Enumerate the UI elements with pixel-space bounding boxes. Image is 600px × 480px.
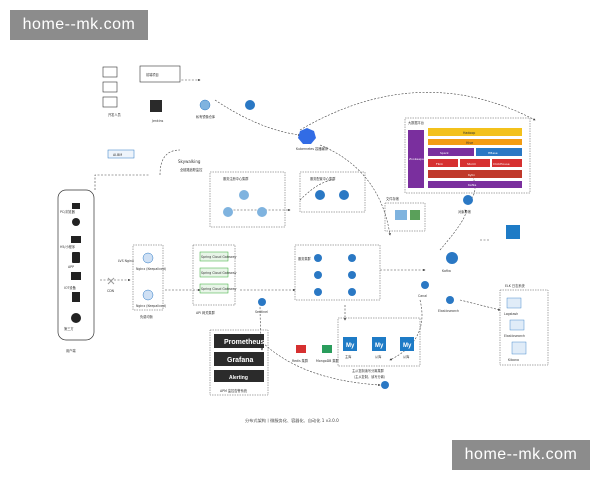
svg-text:CDN: CDN [107,289,115,293]
svg-text:Kylin: Kylin [468,173,475,177]
svg-text:Kibana: Kibana [508,358,519,362]
svg-text:Storm: Storm [467,162,476,166]
nacos-cluster: 服务注册中心集群 [209,171,286,228]
svg-text:Prometheus: Prometheus [224,339,265,346]
svg-text:APP: APP [68,265,74,269]
redis-node: Redis 集群 [292,345,309,363]
svg-text:Zookeeper: Zookeeper [409,157,426,161]
svg-text:API 网关集群: API 网关集群 [196,310,216,315]
cdn-node: CDN [107,277,115,293]
svg-text:My: My [346,343,355,349]
svg-text:服务注册中心集群: 服务注册中心集群 [223,176,249,181]
jenkins-node: Jenkins [150,100,164,123]
harbor-node: 私有镜像仓库 [196,99,216,119]
sentinel-node: Sentinel [255,298,268,314]
svg-text:从库: 从库 [403,354,410,359]
microservice-cluster: 服务集群 [294,244,381,301]
svg-text:服务集群: 服务集群 [298,256,312,261]
svg-text:Canal: Canal [418,294,427,298]
svg-text:Elasticsearch: Elasticsearch [504,334,525,338]
oss-node: 对象存储 [458,195,473,214]
svg-text:Flink: Flink [436,162,443,166]
svg-text:AI.BM: AI.BM [113,153,122,157]
developer-label: 开发人员 [108,112,121,117]
svg-text:MongoDB 集群: MongoDB 集群 [316,358,340,363]
svg-text:Elasticsearch: Elasticsearch [438,309,459,313]
connector-lines [94,78,536,387]
svg-text:Spring Cloud Gateway: Spring Cloud Gateway [201,271,237,275]
svg-text:ELK 日志系统: ELK 日志系统 [505,283,525,288]
db-node [506,225,520,239]
skywalking-logo: Skywalking 全链路追踪监控 [178,159,203,172]
canal-node: Canal [418,281,429,298]
elk-cluster: ELK 日志系统 Logstash Elasticsearch Kibana [499,283,549,366]
svg-text:Hadoop: Hadoop [463,131,475,135]
svg-text:前端项目: 前端项目 [146,72,159,77]
svg-text:Kafka: Kafka [442,269,451,273]
docker-snowflake [245,100,255,110]
svg-text:对象存储: 对象存储 [458,209,472,214]
config-cluster: 服务配置中心集群 [299,171,366,213]
svg-text:PC/浏览器: PC/浏览器 [60,209,76,214]
monitoring-stack: Prometheus Grafana Alerting APM 监控告警系统 [209,329,269,396]
svg-text:Spark: Spark [440,151,449,155]
svg-text:Alerting: Alerting [229,375,248,381]
svg-text:IOT设备: IOT设备 [64,285,77,290]
client-devices: PC/浏览器 H5/小程序 APP IOT设备 第三方 用户端 [57,189,95,353]
kafka-node: Kafka [442,252,458,273]
svg-text:Skywalking: Skywalking [178,159,201,164]
svg-text:Kubernetes 容器编排: Kubernetes 容器编排 [296,146,329,151]
svg-text:第三方: 第三方 [64,326,74,331]
svg-text:大数据平台: 大数据平台 [408,120,424,125]
api-gateway-cluster: Spring Cloud Gateway Spring Cloud Gatewa… [192,244,237,315]
svg-text:用户端: 用户端 [66,348,76,353]
elastic-node: Elasticsearch [438,296,459,313]
svg-text:从库: 从库 [375,354,382,359]
developer-screens: 开发人员 [102,66,121,117]
kubernetes-icon: Kubernetes 容器编排 [296,128,329,151]
svg-text:Nginx (Keepalived): Nginx (Keepalived) [136,267,166,271]
svg-text:服务配置中心集群: 服务配置中心集群 [310,176,336,181]
ai-tag: AI.BM [107,149,135,159]
mongo-node: MongoDB 集群 [316,345,340,363]
svg-text:Spring Cloud Gateway: Spring Cloud Gateway [201,255,237,259]
watermark-top: home--mk.com [10,10,148,40]
svg-text:负载均衡: 负载均衡 [140,314,154,319]
svg-text:主库: 主库 [345,354,352,359]
svg-text:全链路追踪监控: 全链路追踪监控 [180,167,203,172]
svg-text:Spring Cloud Gateway: Spring Cloud Gateway [201,287,237,291]
svg-text:APM 监控告警系统: APM 监控告警系统 [220,388,248,393]
diagram-caption: 分布式架构丨微服务化、容器化、自动化 1 v3.0.0 [245,417,339,424]
dubbo-node [381,381,389,389]
svg-text:文件存储: 文件存储 [386,196,400,201]
web-project: 前端项目 [139,65,181,83]
svg-text:Jenkins: Jenkins [151,119,164,123]
svg-text:My: My [375,343,384,349]
bigdata-platform: 大数据平台 Zookeeper Hadoop Hive Spark HBase … [404,117,531,194]
svg-text:Grafana: Grafana [227,357,254,364]
svg-text:ClickHouse: ClickHouse [493,162,510,166]
nginx-cluster: Nginx (Keepalived) Nginx (Keepalived) 负载… [132,244,166,319]
mysql-cluster: My My My 主库 从库 从库 主从复制读写分离集群 （主从复制、读写分离） [337,317,421,379]
file-storage: 文件存储 [384,196,426,232]
svg-text:（主从复制、读写分离）: （主从复制、读写分离） [352,374,387,379]
svg-text:My: My [403,343,412,349]
svg-text:H5/小程序: H5/小程序 [60,244,76,249]
svg-text:Logstash: Logstash [504,312,518,316]
svg-text:Nginx (Keepalived): Nginx (Keepalived) [136,304,166,308]
svg-text:主从复制读写分离集群: 主从复制读写分离集群 [352,368,385,373]
svg-text:HBase: HBase [488,151,498,155]
svg-text:Hive: Hive [466,141,473,145]
watermark-bottom: home--mk.com [452,440,590,470]
lb-label: LVS Nginx [118,259,134,263]
svg-text:LVS Nginx: LVS Nginx [118,259,134,263]
svg-text:Kafka: Kafka [468,183,476,187]
svg-text:Redis 集群: Redis 集群 [292,358,309,363]
svg-text:私有镜像仓库: 私有镜像仓库 [196,114,216,119]
svg-text:Sentinel: Sentinel [255,310,268,314]
